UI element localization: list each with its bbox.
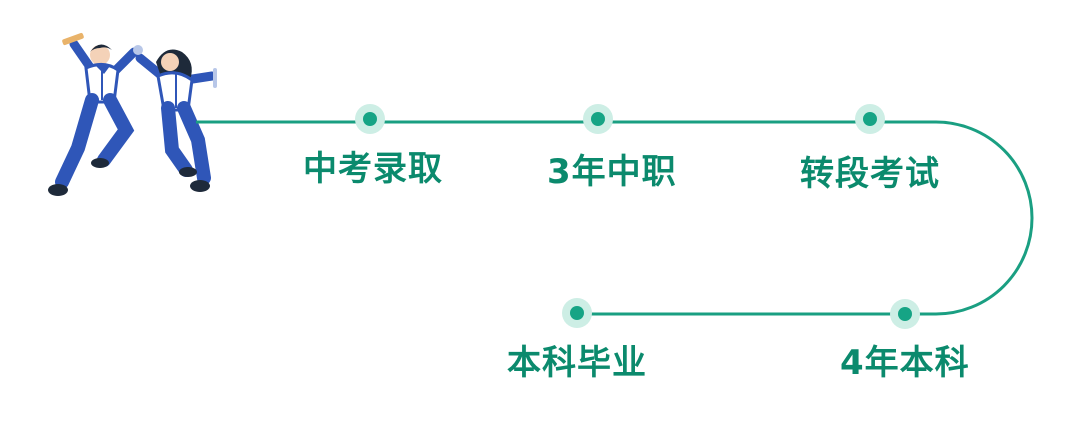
girl-figure [133,45,217,192]
step-node-3 [855,104,885,134]
step-label-4: 4年本科 [840,343,970,383]
boy-figure [48,32,139,196]
step-label-1: 中考录取 [303,149,443,189]
step-label-2: 3年中职 [547,152,677,192]
step-label-3: 转段考试 [800,154,940,194]
step-node-4 [890,299,920,329]
step-node-2 [583,104,613,134]
pathway-line [196,120,1034,316]
two-students-jumping-icon [48,32,217,196]
step-node-1 [355,104,385,134]
step-node-5 [562,298,592,328]
step-label-5: 本科毕业 [507,343,647,383]
